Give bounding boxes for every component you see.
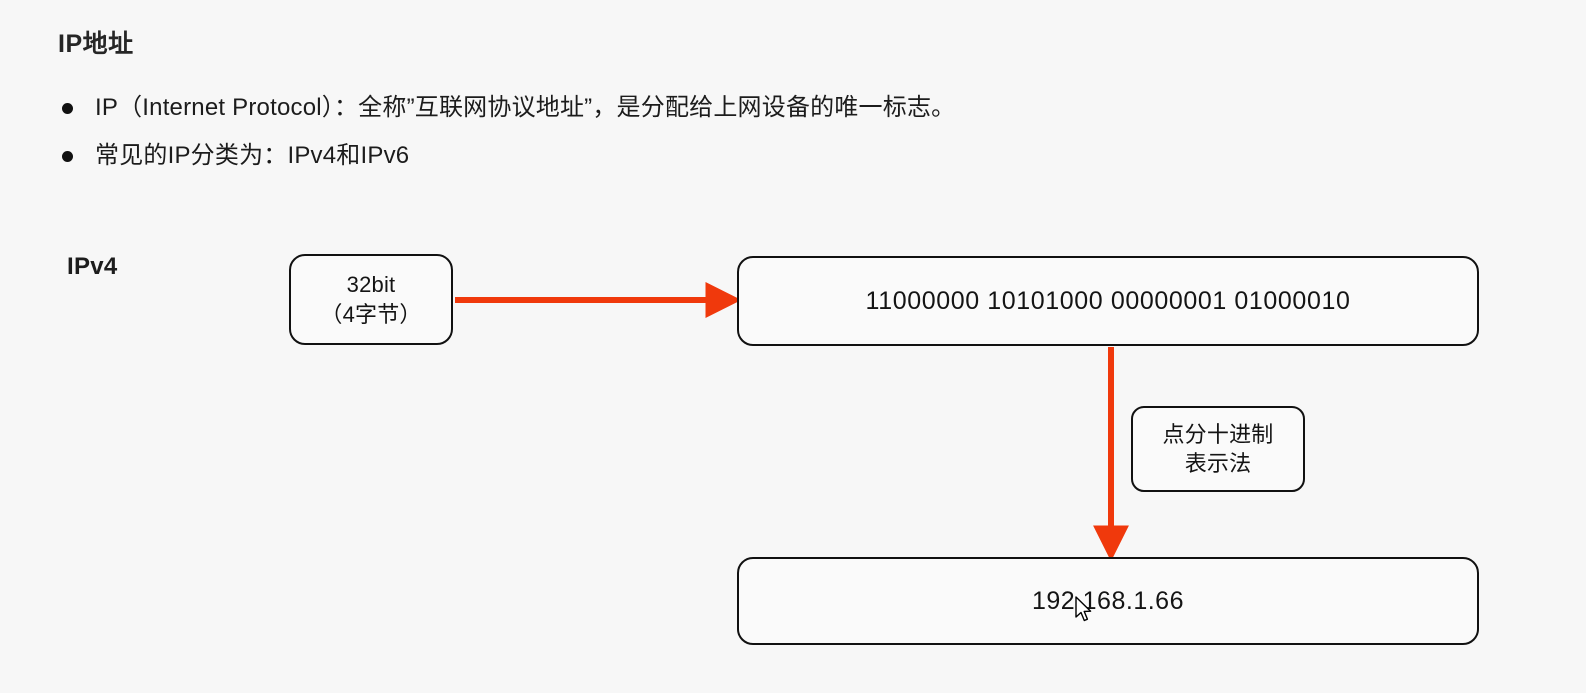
box-decimal-address-label: 192.168.1.66 xyxy=(1032,586,1184,615)
box-dotted-decimal-notation-label: 点分十进制 表示法 xyxy=(1162,421,1274,476)
list-item-label: IP（Internet Protocol）：全称”互联网协议地址”，是分配给上网… xyxy=(95,94,956,121)
section-label-ipv4: IPv4 xyxy=(67,253,118,280)
box-binary-address: 11000000 10101000 00000001 01000010 xyxy=(737,256,1479,346)
box-decimal-address: 192.168.1.66 xyxy=(737,557,1479,645)
list-item-label: 常见的IP分类为：IPv4和IPv6 xyxy=(95,142,410,170)
bullet-dot-icon xyxy=(62,151,73,163)
box-dotted-decimal-notation: 点分十进制 表示法 xyxy=(1131,406,1305,492)
bullet-dot-icon xyxy=(62,103,73,114)
bullet-list: IP（Internet Protocol）：全称”互联网协议地址”，是分配给上网… xyxy=(62,92,1512,189)
box-binary-address-label: 11000000 10101000 00000001 01000010 xyxy=(865,286,1351,315)
list-item: 常见的IP分类为：IPv4和IPv6 xyxy=(62,140,1512,172)
list-item: IP（Internet Protocol）：全称”互联网协议地址”，是分配给上网… xyxy=(62,92,1512,124)
box-bit-length-label: 32bit （4字节） xyxy=(320,272,422,327)
page-title: IP地址 xyxy=(58,30,134,58)
box-bit-length: 32bit （4字节） xyxy=(289,254,453,345)
